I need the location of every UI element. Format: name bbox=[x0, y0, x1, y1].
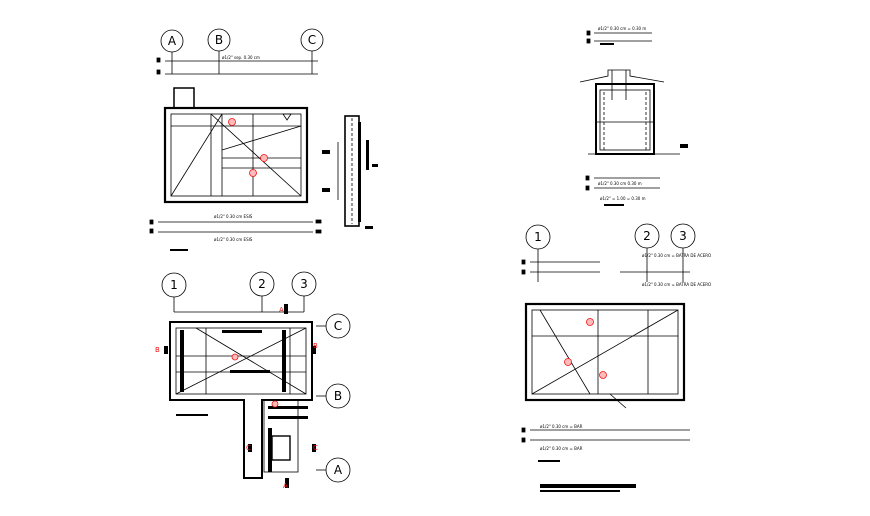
grid-label-2-left: 2 bbox=[258, 277, 266, 291]
grid-label-b-right: B bbox=[334, 389, 342, 403]
note-top-right-3: ø1/2" = 1.00 = 0.30 m bbox=[600, 196, 646, 201]
plan-bottom-left bbox=[161, 271, 351, 488]
note-top-right-2: ø1/2" 0.30 cm 0.30 m bbox=[598, 181, 642, 186]
note-bottom-right-1: ø1/2" 0.30 cm = BATRA DE ACERO bbox=[642, 253, 711, 258]
note-top-left-3: ø1/2" 0.30 cm ESIS bbox=[214, 237, 253, 242]
cut-label-b-left: B bbox=[155, 346, 160, 354]
grid-label-a: A bbox=[168, 34, 177, 48]
cut-label-c-left: C bbox=[246, 444, 251, 452]
note-top-left-1: ø1/2" sep. 0.30 cm bbox=[222, 55, 260, 60]
grid-label-1-left: 1 bbox=[170, 278, 178, 292]
plan-bottom-right bbox=[521, 223, 696, 492]
grid-label-3-right: 3 bbox=[679, 229, 687, 243]
note-top-right-1: ø1/2" 0.30 cm = 0.30 m bbox=[598, 26, 646, 31]
labels: A B C ø1/2" sep. 0.30 cm ø1/2" 0.30 cm E… bbox=[155, 26, 711, 490]
grid-label-c: C bbox=[308, 33, 316, 47]
section-top-right bbox=[579, 30, 688, 206]
note-top-left-2: ø1/2" 0.30 cm ESIS bbox=[214, 214, 253, 219]
grid-label-2-right: 2 bbox=[643, 229, 651, 243]
cut-label-b-right: B bbox=[313, 342, 318, 350]
cut-label-a-bottom: A bbox=[283, 482, 288, 490]
grid-label-3-left: 3 bbox=[300, 277, 308, 291]
cut-label-a-top: A bbox=[279, 306, 284, 314]
plan-top-left bbox=[149, 28, 378, 251]
note-bottom-right-4: ø1/2" 0.30 cm = BAR bbox=[540, 446, 583, 451]
grid-label-c-right: C bbox=[334, 319, 342, 333]
grid-label-a-right: A bbox=[334, 463, 343, 477]
note-bottom-right-3: ø1/2" 0.30 cm = BAR bbox=[540, 424, 583, 429]
grid-label-1-right: 1 bbox=[534, 230, 542, 244]
grid-label-b: B bbox=[215, 33, 223, 47]
note-bottom-right-2: ø1/2" 0.30 cm = BATRA DE ACERO bbox=[642, 282, 711, 287]
cut-label-c-right: C bbox=[313, 444, 318, 452]
